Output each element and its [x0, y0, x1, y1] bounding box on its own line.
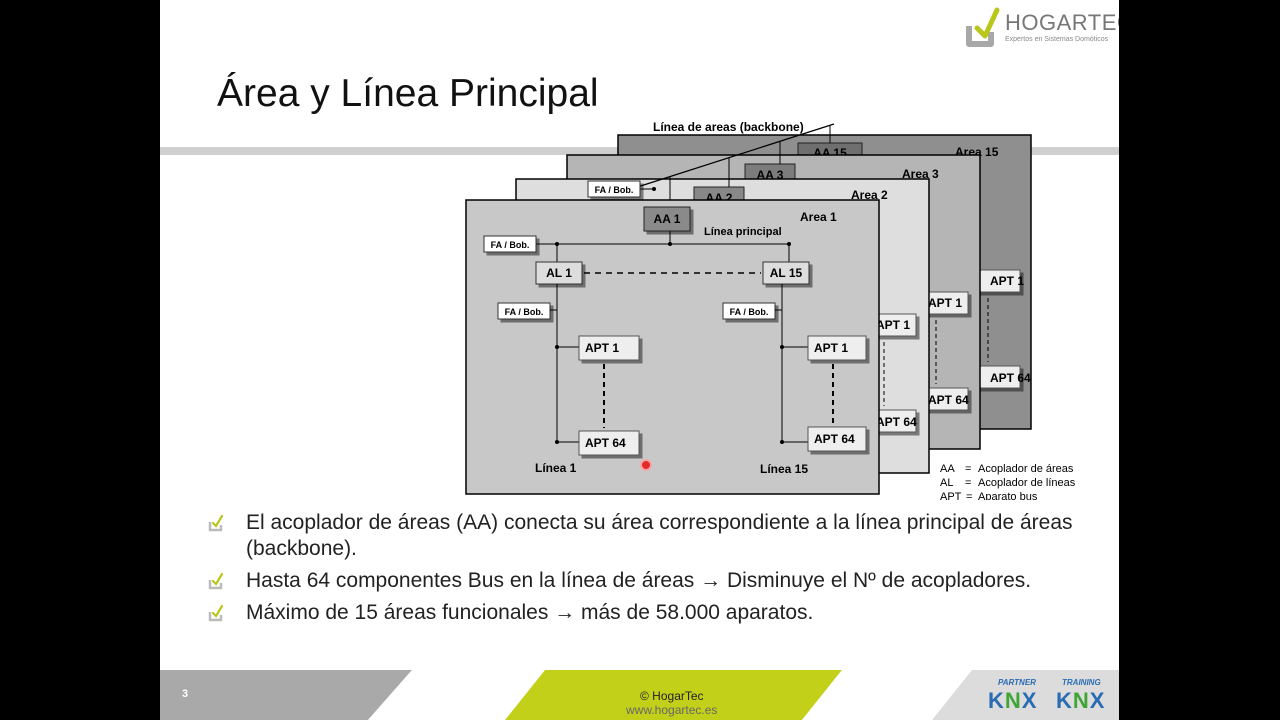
area-2-label: Area 2 [851, 188, 888, 202]
fa-bob-main-line: FA / Bob. [483, 235, 537, 253]
main-line-label: Línea principal [704, 226, 782, 238]
area-2-apt-first: APT 1 [876, 318, 910, 332]
legend-al-desc: Acoplador de líneas [978, 477, 1076, 489]
bullet-check-icon [208, 572, 224, 590]
bullet-text: El acoplador de áreas (AA) conecta su ár… [246, 511, 1073, 560]
bullet-check-icon [208, 604, 224, 622]
area-1-coupler: AA 1 [654, 212, 681, 226]
bullet-text: Máximo de 15 áreas funcionales → más de … [246, 601, 814, 624]
footer-copyright: © HogarTec [640, 689, 704, 703]
area-15-apt-first: APT 1 [990, 274, 1024, 288]
bullet-check-icon [208, 514, 224, 532]
svg-text:FA / Bob.: FA / Bob. [730, 307, 769, 317]
slide-title: Área y Línea Principal [217, 72, 599, 115]
area-3-label: Area 3 [902, 167, 939, 181]
bullet-text: Hasta 64 componentes Bus en la línea de … [246, 569, 1032, 592]
area-1-label: Area 1 [800, 210, 837, 224]
hogartec-logo-icon [966, 7, 1000, 47]
line-15-label: Línea 15 [760, 462, 808, 476]
legend-aa-abbr: AA [940, 463, 955, 475]
svg-text:FA / Bob.: FA / Bob. [595, 185, 634, 195]
page-number: 3 [182, 688, 189, 700]
bullet-list: El acoplador de áreas (AA) conecta su ár… [208, 510, 1088, 632]
bullet-item: El acoplador de áreas (AA) conecta su ár… [208, 510, 1088, 562]
svg-text:=: = [965, 463, 971, 475]
area-3-apt-last: APT 64 [928, 393, 969, 407]
footer-website[interactable]: www.hogartec.es [626, 703, 718, 717]
line-15-apt-first: APT 1 [814, 341, 848, 355]
legend: AA = Acoplador de áreas AL = Acoplador d… [940, 463, 1076, 500]
area-2-apt-last: APT 64 [876, 415, 917, 429]
line-15-coupler: AL 15 [770, 266, 803, 280]
area-3-apt-first: APT 1 [928, 296, 962, 310]
backbone-line: Línea de areas (backbone) [627, 120, 835, 207]
slide: Área y Línea Principal HOGARTEC Expertos… [160, 0, 1119, 720]
legend-aa-desc: Acoplador de áreas [978, 463, 1074, 475]
footer-band [160, 670, 1119, 720]
hogartec-logo: HOGARTEC Expertos en Sistemas Domóticos [963, 6, 1119, 50]
area-line-diagram: AA 15 Area 15 APT 1 APT 64 AA 3 Area 3 A… [465, 120, 1076, 500]
svg-text:=: = [965, 477, 971, 489]
line-1-coupler: AL 1 [546, 266, 572, 280]
line-1-apt-last: APT 64 [585, 436, 626, 450]
svg-text:FA / Bob.: FA / Bob. [505, 307, 544, 317]
line-15-apt-last: APT 64 [814, 432, 855, 446]
fa-bob-backbone: FA / Bob. [587, 180, 641, 198]
area-15-apt-last: APT 64 [990, 371, 1031, 385]
legend-apt-abbr: APT [940, 491, 962, 500]
line-1-apt-first: APT 1 [585, 341, 619, 355]
logo-name: HOGARTEC [1005, 10, 1119, 35]
svg-text:FA / Bob.: FA / Bob. [491, 240, 530, 250]
fa-bob-line-1: FA / Bob. [497, 302, 551, 320]
bullet-item: Máximo de 15 áreas funcionales → más de … [208, 600, 1088, 626]
area-1-panel: Area 1 AA 1 Línea principal FA / Bob. AL… [465, 199, 880, 495]
line-1-label: Línea 1 [535, 461, 577, 475]
bullet-item: Hasta 64 componentes Bus en la línea de … [208, 568, 1088, 594]
fa-bob-line-15: FA / Bob. [722, 302, 776, 320]
legend-al-abbr: AL [940, 477, 953, 489]
cursor-marker [640, 459, 652, 471]
legend-apt-desc: Aparato bus [978, 491, 1038, 500]
logo-tagline: Expertos en Sistemas Domóticos [1005, 36, 1109, 43]
backbone-label: Línea de areas (backbone) [653, 120, 804, 134]
svg-text:=: = [966, 491, 972, 500]
